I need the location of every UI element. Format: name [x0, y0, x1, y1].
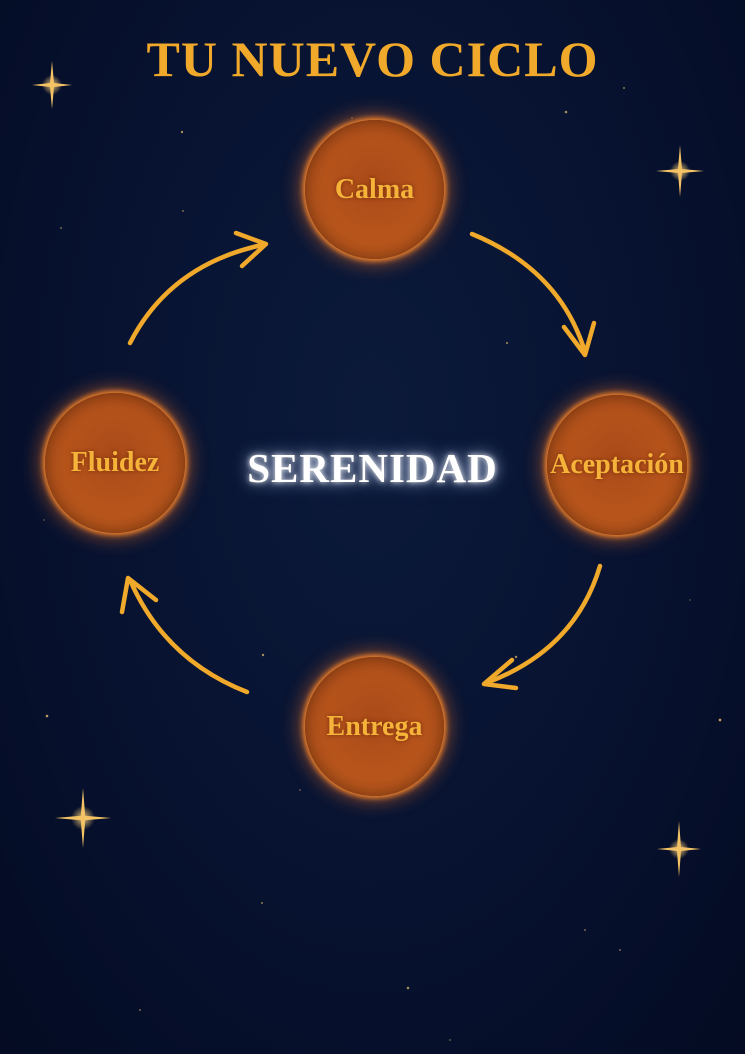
sparkle-star-icon: [656, 145, 704, 197]
node-fluidez: Fluidez: [45, 393, 185, 533]
center-label: SERENIDAD: [247, 445, 498, 491]
node-aceptacion: Aceptación: [547, 395, 687, 535]
node-label-entrega: Entrega: [326, 710, 423, 742]
sparkle-star-icon: [55, 788, 111, 848]
sparkle-star-icon: [32, 61, 72, 109]
arrow-clockwise-icon: [119, 575, 250, 695]
arrow-clockwise-icon: [481, 563, 603, 691]
node-label-calma: Calma: [334, 173, 415, 205]
poster-title: TU NUEVO CICLO: [146, 31, 599, 87]
node-entrega: Entrega: [305, 657, 444, 796]
sparkle-star-icon: [657, 821, 701, 877]
arrow-clockwise-icon: [469, 231, 597, 358]
node-label-aceptacion: Aceptación: [550, 449, 684, 480]
node-calma: Calma: [305, 120, 444, 259]
dot-stars: [43, 87, 722, 1041]
arrow-clockwise-icon: [127, 230, 269, 346]
node-label-fluidez: Fluidez: [70, 447, 160, 478]
